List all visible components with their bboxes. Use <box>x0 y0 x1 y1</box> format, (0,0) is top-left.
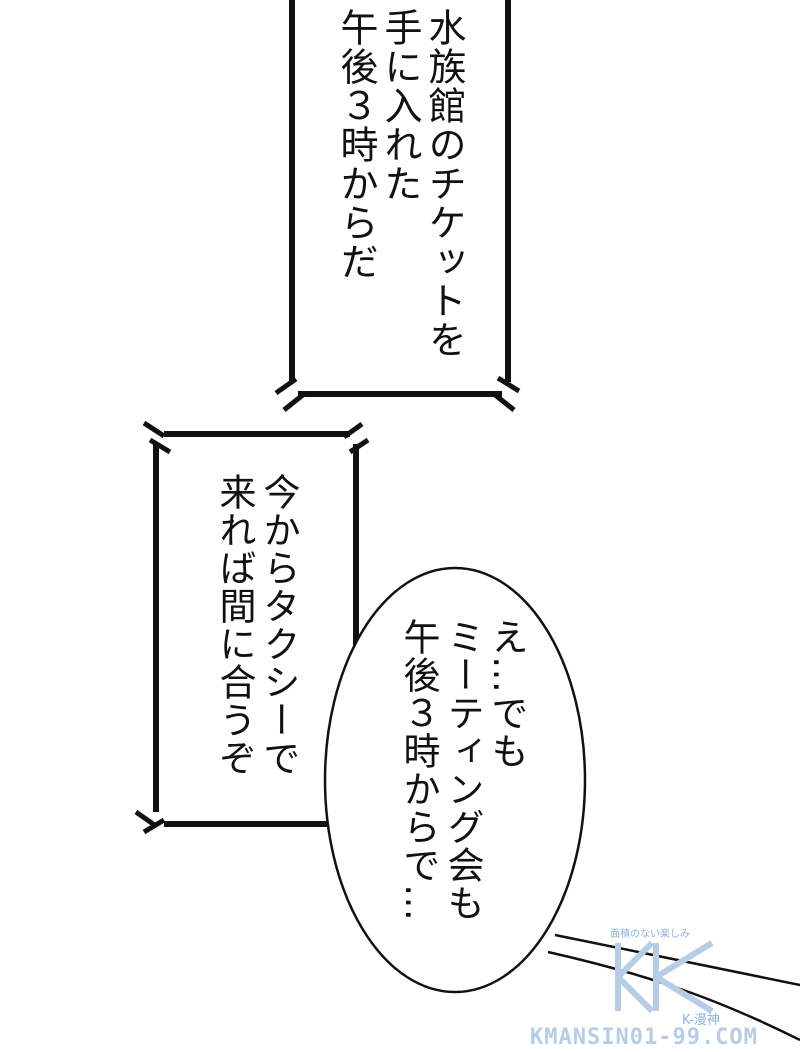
caption-middle-line-1: 今からタクシーで <box>257 473 300 777</box>
watermark-brand: K-漫神 <box>682 1013 720 1028</box>
caption-top-line-3: 午後３時からだ <box>334 8 378 281</box>
watermark: 面積のない楽しみ K-漫神 KMANSIN01-99.COM <box>530 925 800 1052</box>
caption-middle-line-2: 来れば間に合うぞ <box>213 473 256 777</box>
speech-bubble-line-1: え…でも <box>485 618 528 770</box>
speech-bubble-line-2: ミーティング会も <box>441 618 484 922</box>
caption-top-line-1: 水族館のチケットを <box>422 8 466 359</box>
caption-top-line-2: 手に入れた <box>378 8 422 203</box>
watermark-k-logo-icon <box>615 940 714 1014</box>
watermark-tagline: 面積のない楽しみ <box>610 929 690 940</box>
watermark-url: KMANSIN01-99.COM <box>530 1025 758 1050</box>
speech-bubble-line-3: 午後３時からで… <box>397 618 440 922</box>
caption-box-top <box>274 0 521 412</box>
